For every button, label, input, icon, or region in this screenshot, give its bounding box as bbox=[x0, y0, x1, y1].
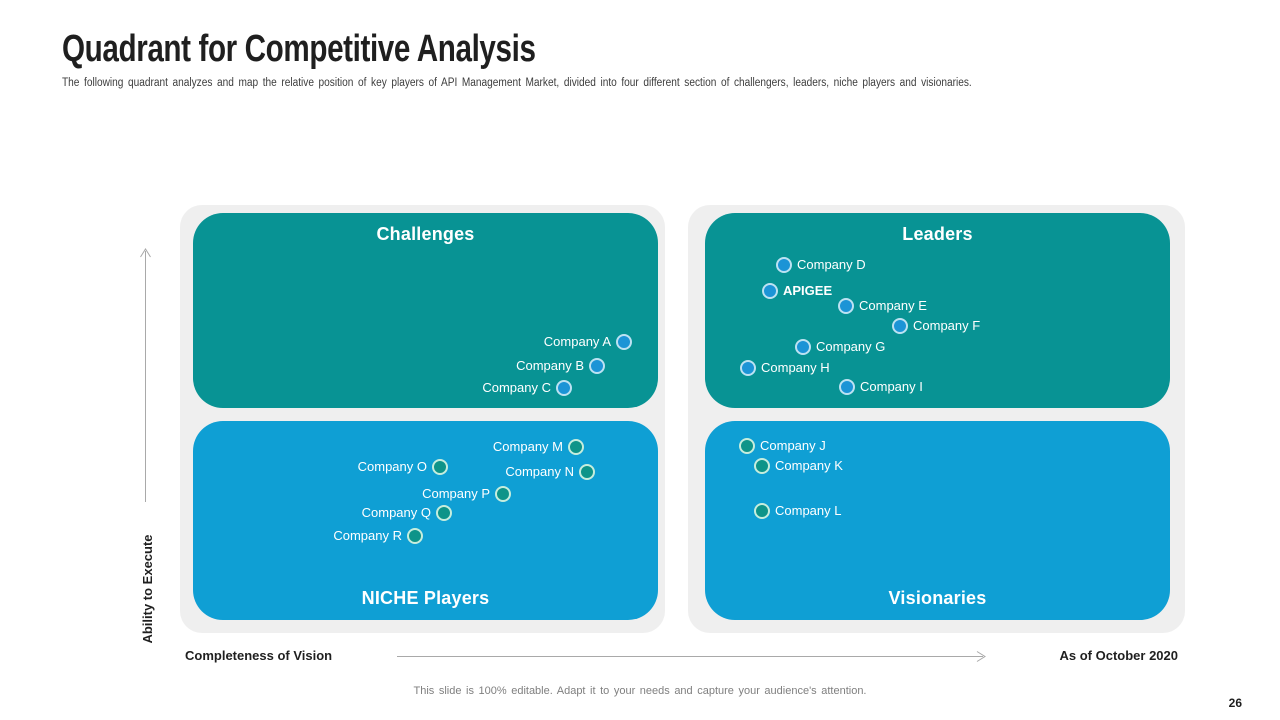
company-dot bbox=[432, 459, 448, 475]
company-label: Company C bbox=[482, 380, 551, 395]
company-dot bbox=[616, 334, 632, 350]
company-dot bbox=[740, 360, 756, 376]
page-subtitle: The following quadrant analyzes and map … bbox=[62, 77, 972, 89]
x-axis-label: Completeness of Vision bbox=[185, 648, 333, 663]
y-axis-arrow bbox=[140, 248, 151, 502]
company-label: Company A bbox=[543, 334, 611, 349]
company-dot bbox=[839, 379, 855, 395]
quadrant-challenges: Challenges Company A Company B Company C bbox=[193, 213, 658, 408]
footer-note: This slide is 100% editable. Adapt it to… bbox=[413, 685, 867, 697]
company-dot bbox=[407, 528, 423, 544]
company-dot bbox=[568, 439, 584, 455]
company-label: Company P bbox=[422, 486, 490, 501]
as-of-date: As of October 2020 bbox=[1059, 648, 1179, 663]
quadrant-title-niche-players: NICHE Players bbox=[361, 588, 490, 608]
company-dot bbox=[495, 486, 511, 502]
company-label: Company J bbox=[760, 438, 826, 453]
company-label: Company D bbox=[797, 257, 866, 272]
company-dot bbox=[739, 438, 755, 454]
company-label: Company R bbox=[333, 528, 402, 543]
company-dot bbox=[762, 283, 778, 299]
quadrant-title-leaders: Leaders bbox=[902, 224, 973, 244]
company-dot bbox=[754, 503, 770, 519]
company-label: Company Q bbox=[361, 505, 431, 520]
quadrant-niche-players: NICHE Players Company M Company O Company … bbox=[193, 421, 658, 620]
page-number: 26 bbox=[1228, 696, 1242, 710]
company-dot bbox=[776, 257, 792, 273]
company-label: Company B bbox=[516, 358, 584, 373]
company-dot bbox=[795, 339, 811, 355]
company-dot bbox=[754, 458, 770, 474]
company-label: Company F bbox=[913, 318, 981, 333]
quadrant-title-visionaries: Visionaries bbox=[888, 588, 987, 608]
company-dot bbox=[579, 464, 595, 480]
x-axis-arrow bbox=[397, 651, 986, 662]
company-label: Company H bbox=[761, 360, 830, 375]
quadrant-leaders: Leaders Company D APIGEE Company E Company … bbox=[705, 213, 1170, 408]
company-dot bbox=[436, 505, 452, 521]
company-label: Company M bbox=[492, 439, 563, 454]
page-title: Quadrant for Competitive Analysis bbox=[62, 28, 536, 70]
company-label: APIGEE bbox=[783, 283, 833, 298]
company-dot bbox=[556, 380, 572, 396]
quadrant-panel-left: Challenges Company A Company B Company C N… bbox=[180, 205, 665, 633]
company-label: Company E bbox=[859, 298, 927, 313]
company-dot bbox=[838, 298, 854, 314]
quadrant-title-challenges: Challenges bbox=[376, 224, 475, 244]
company-label: Company O bbox=[357, 459, 427, 474]
company-dot bbox=[892, 318, 908, 334]
company-label: Company I bbox=[860, 379, 923, 394]
quadrant-panel-right: Leaders Company D APIGEE Company E Company … bbox=[688, 205, 1185, 633]
company-label: Company G bbox=[816, 339, 886, 354]
company-dot bbox=[589, 358, 605, 374]
company-label: Company L bbox=[775, 503, 842, 518]
quadrant-visionaries: Visionaries Company J Company K Company L bbox=[705, 421, 1170, 620]
company-label: Company N bbox=[505, 464, 574, 479]
y-axis-label: Ability to Execute bbox=[140, 534, 155, 644]
company-label: Company K bbox=[775, 458, 843, 473]
